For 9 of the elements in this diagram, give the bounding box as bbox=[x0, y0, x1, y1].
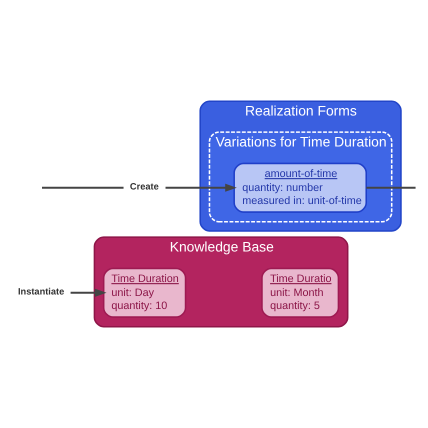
node-box: Time Duration unit: Day quantity: 10 bbox=[102, 268, 186, 318]
arrow bbox=[166, 184, 237, 192]
node-text: Create bbox=[130, 181, 159, 192]
connector bbox=[42, 186, 124, 189]
node-text: Instantiate bbox=[18, 286, 64, 296]
arrow bbox=[70, 288, 107, 297]
connector bbox=[366, 186, 416, 189]
node-box: Time Duratio unit: Month quantity: 5 bbox=[261, 268, 340, 318]
node-box: amount-of-time quantity: number measured in: unit-of-time bbox=[233, 162, 367, 213]
